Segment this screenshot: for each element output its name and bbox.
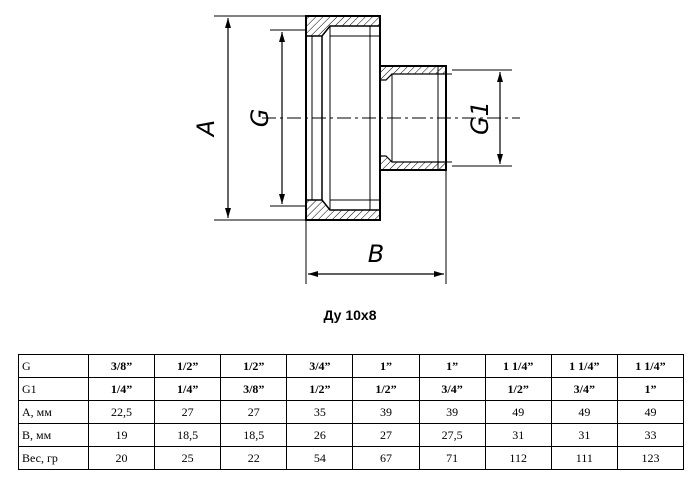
table-cell: 1/4” (87, 377, 156, 401)
table-cell: 39 (352, 400, 420, 424)
table-cell: 25 (154, 446, 222, 470)
table-cell: 1/4” (154, 377, 222, 401)
table-cell: 54 (286, 446, 354, 470)
table-cell: 27,5 (418, 423, 486, 447)
table-cell: 22,5 (87, 400, 156, 424)
table-cell: 71 (418, 446, 486, 470)
table-cell: 1/2” (220, 354, 288, 378)
table-cell: 18,5 (220, 423, 288, 447)
table-cell: 22 (220, 446, 288, 470)
dimension-B: B (305, 170, 447, 284)
table-cell: 35 (286, 400, 354, 424)
table-cell: 49 (550, 400, 618, 424)
label-G1: G1 (466, 101, 494, 135)
row-header: A, мм (18, 400, 89, 424)
table-cell: 3/4” (286, 354, 354, 378)
size-caption: Ду 10х8 (323, 307, 377, 323)
row-header: Вес, гр (18, 446, 89, 470)
table-cell: 3/8” (87, 354, 156, 378)
table-cell: 26 (286, 423, 354, 447)
table-cell: 1 1/4” (616, 354, 685, 378)
table-cell: 1/2” (154, 354, 222, 378)
table-cell: 1 1/4” (550, 354, 618, 378)
table-cell: 111 (550, 446, 618, 470)
row-header: G (18, 354, 89, 378)
table-cell: 1/2” (352, 377, 420, 401)
table-cell: 67 (352, 446, 420, 470)
row-header: G1 (18, 377, 89, 401)
table-cell: 27 (220, 400, 288, 424)
table-cell: 1” (352, 354, 420, 378)
row-header: B, мм (18, 423, 89, 447)
fitting-body-large (305, 15, 381, 221)
technical-drawing: A G G1 B (192, 15, 520, 284)
table-cell: 31 (550, 423, 618, 447)
dimension-G1: G1 (452, 69, 512, 167)
label-A: A (192, 120, 220, 138)
table-cell: 49 (484, 400, 552, 424)
table-cell: 1” (418, 354, 486, 378)
table-cell: 31 (484, 423, 552, 447)
table-cell: 3/8” (220, 377, 288, 401)
table-cell: 1/2” (286, 377, 354, 401)
table-cell: 20 (87, 446, 156, 470)
table-cell: 33 (616, 423, 685, 447)
table-cell: 27 (352, 423, 420, 447)
table-cell: 112 (484, 446, 552, 470)
table-cell: 1 1/4” (484, 354, 552, 378)
table-cell: 123 (616, 446, 685, 470)
label-G: G (246, 109, 274, 128)
table-cell: 3/4” (550, 377, 618, 401)
label-B: B (368, 240, 384, 268)
table-cell: 27 (154, 400, 222, 424)
dimension-G: G (246, 29, 306, 207)
table-cell: 3/4” (418, 377, 486, 401)
table-cell: 1” (616, 377, 685, 401)
table-cell: 39 (418, 400, 486, 424)
table-cell: 18,5 (154, 423, 222, 447)
dimension-A: A (192, 15, 306, 221)
table-cell: 19 (87, 423, 156, 447)
table-cell: 1/2” (484, 377, 552, 401)
table-cell: 49 (616, 400, 685, 424)
